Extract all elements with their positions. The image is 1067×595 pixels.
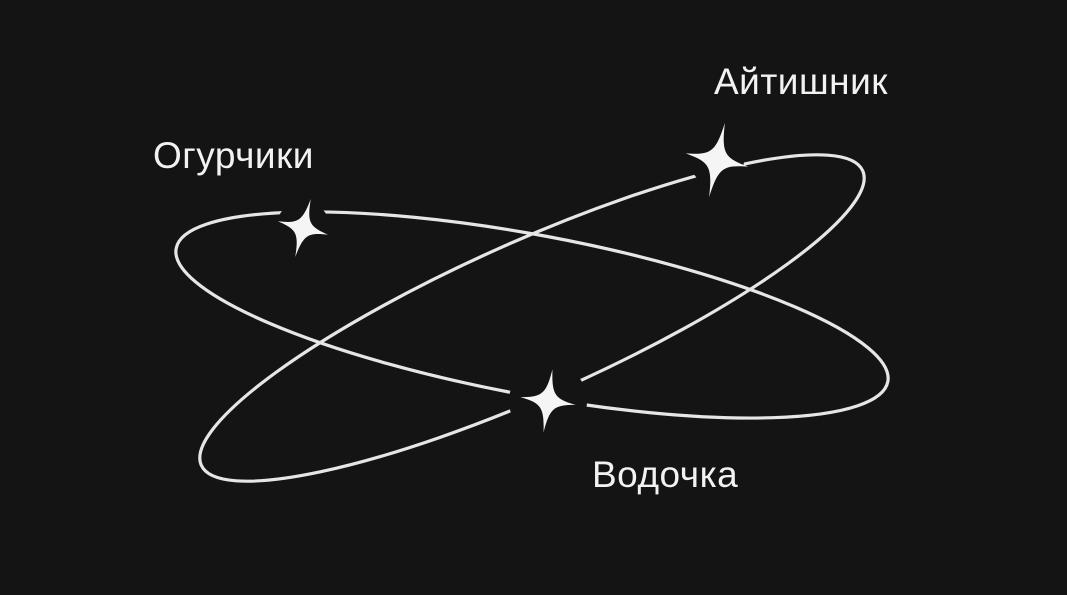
orbit-ellipse-diagonal xyxy=(198,153,866,483)
sparkle-star-icon xyxy=(520,369,576,433)
label-pickles: Огурчики xyxy=(153,135,314,176)
sparkle-star-icon xyxy=(277,199,329,257)
orbit-ellipse-horizontal xyxy=(174,210,890,420)
sparkle-star-icon xyxy=(685,122,749,198)
label-it-specialist: Айтишник xyxy=(714,61,888,102)
label-vodka: Водочка xyxy=(592,454,739,495)
